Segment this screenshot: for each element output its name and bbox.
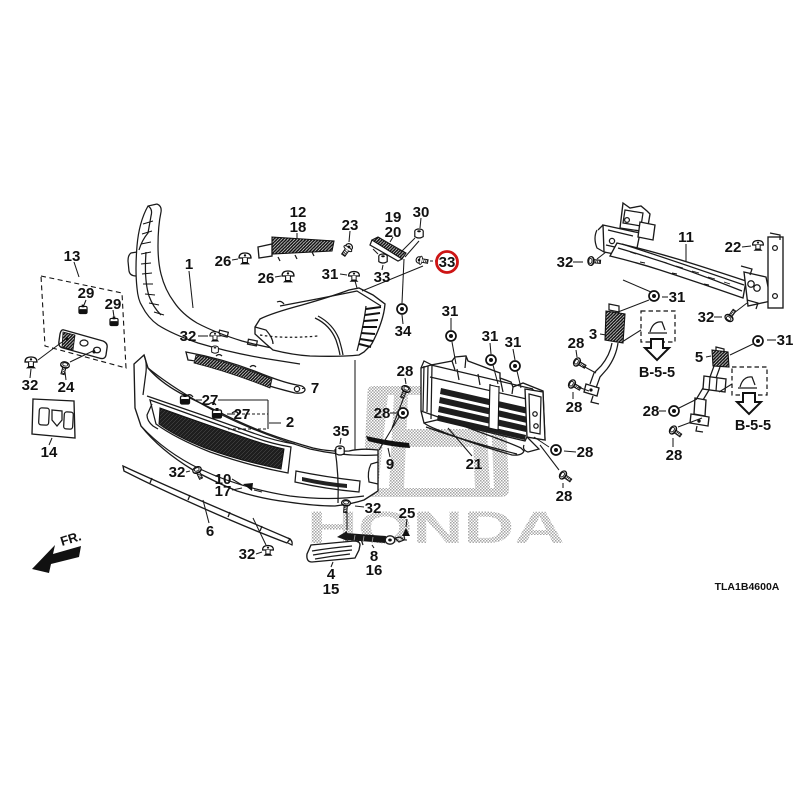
svg-text:29: 29 xyxy=(105,296,122,313)
svg-text:28: 28 xyxy=(643,403,660,420)
svg-text:32: 32 xyxy=(557,254,574,271)
svg-text:9: 9 xyxy=(386,456,394,473)
svg-text:21: 21 xyxy=(466,456,483,473)
svg-text:28: 28 xyxy=(568,335,585,352)
svg-text:23: 23 xyxy=(342,217,359,234)
svg-text:26: 26 xyxy=(215,253,232,270)
svg-text:4: 4 xyxy=(327,566,336,583)
svg-text:19: 19 xyxy=(385,209,402,226)
svg-text:34: 34 xyxy=(395,323,412,340)
svg-text:25: 25 xyxy=(399,505,416,522)
svg-text:28: 28 xyxy=(556,488,573,505)
svg-text:24: 24 xyxy=(58,379,75,396)
svg-text:13: 13 xyxy=(64,248,81,265)
svg-text:33: 33 xyxy=(374,269,391,286)
svg-text:17: 17 xyxy=(215,483,232,500)
svg-text:28: 28 xyxy=(397,363,414,380)
svg-text:32: 32 xyxy=(239,546,256,563)
svg-text:20: 20 xyxy=(385,224,402,241)
svg-text:27: 27 xyxy=(202,392,219,409)
svg-text:31: 31 xyxy=(442,303,459,320)
svg-text:28: 28 xyxy=(577,444,594,461)
svg-text:B-5-5: B-5-5 xyxy=(735,418,771,434)
svg-text:8: 8 xyxy=(370,548,378,565)
svg-text:6: 6 xyxy=(206,523,214,540)
svg-text:7: 7 xyxy=(311,380,319,397)
svg-text:14: 14 xyxy=(41,444,58,461)
svg-text:31: 31 xyxy=(669,289,686,306)
svg-text:1: 1 xyxy=(185,256,193,273)
svg-text:33: 33 xyxy=(439,254,456,271)
svg-text:FR.: FR. xyxy=(58,528,82,548)
svg-text:32: 32 xyxy=(365,500,382,517)
svg-text:29: 29 xyxy=(78,285,95,302)
svg-text:30: 30 xyxy=(413,204,430,221)
svg-text:35: 35 xyxy=(333,423,350,440)
svg-text:16: 16 xyxy=(366,562,383,579)
svg-text:15: 15 xyxy=(323,581,340,598)
svg-text:10: 10 xyxy=(215,471,232,488)
svg-text:28: 28 xyxy=(666,447,683,464)
svg-text:11: 11 xyxy=(678,229,694,246)
svg-text:31: 31 xyxy=(505,334,522,351)
svg-text:32: 32 xyxy=(22,377,39,394)
svg-text:32: 32 xyxy=(169,464,186,481)
svg-text:B-5-5: B-5-5 xyxy=(639,365,675,381)
svg-text:22: 22 xyxy=(725,239,742,256)
svg-text:31: 31 xyxy=(777,332,794,349)
svg-text:26: 26 xyxy=(258,270,275,287)
svg-text:2: 2 xyxy=(286,414,294,431)
svg-text:TLA1B4600A: TLA1B4600A xyxy=(715,581,780,593)
svg-text:31: 31 xyxy=(482,328,499,345)
svg-text:12: 12 xyxy=(290,204,307,221)
svg-text:28: 28 xyxy=(374,405,391,422)
svg-text:32: 32 xyxy=(698,309,715,326)
svg-text:3: 3 xyxy=(589,326,597,343)
svg-text:28: 28 xyxy=(566,399,583,416)
svg-text:27: 27 xyxy=(234,406,251,423)
svg-text:5: 5 xyxy=(695,349,703,366)
svg-text:32: 32 xyxy=(180,328,197,345)
svg-text:18: 18 xyxy=(290,219,307,236)
svg-text:31: 31 xyxy=(322,266,339,283)
